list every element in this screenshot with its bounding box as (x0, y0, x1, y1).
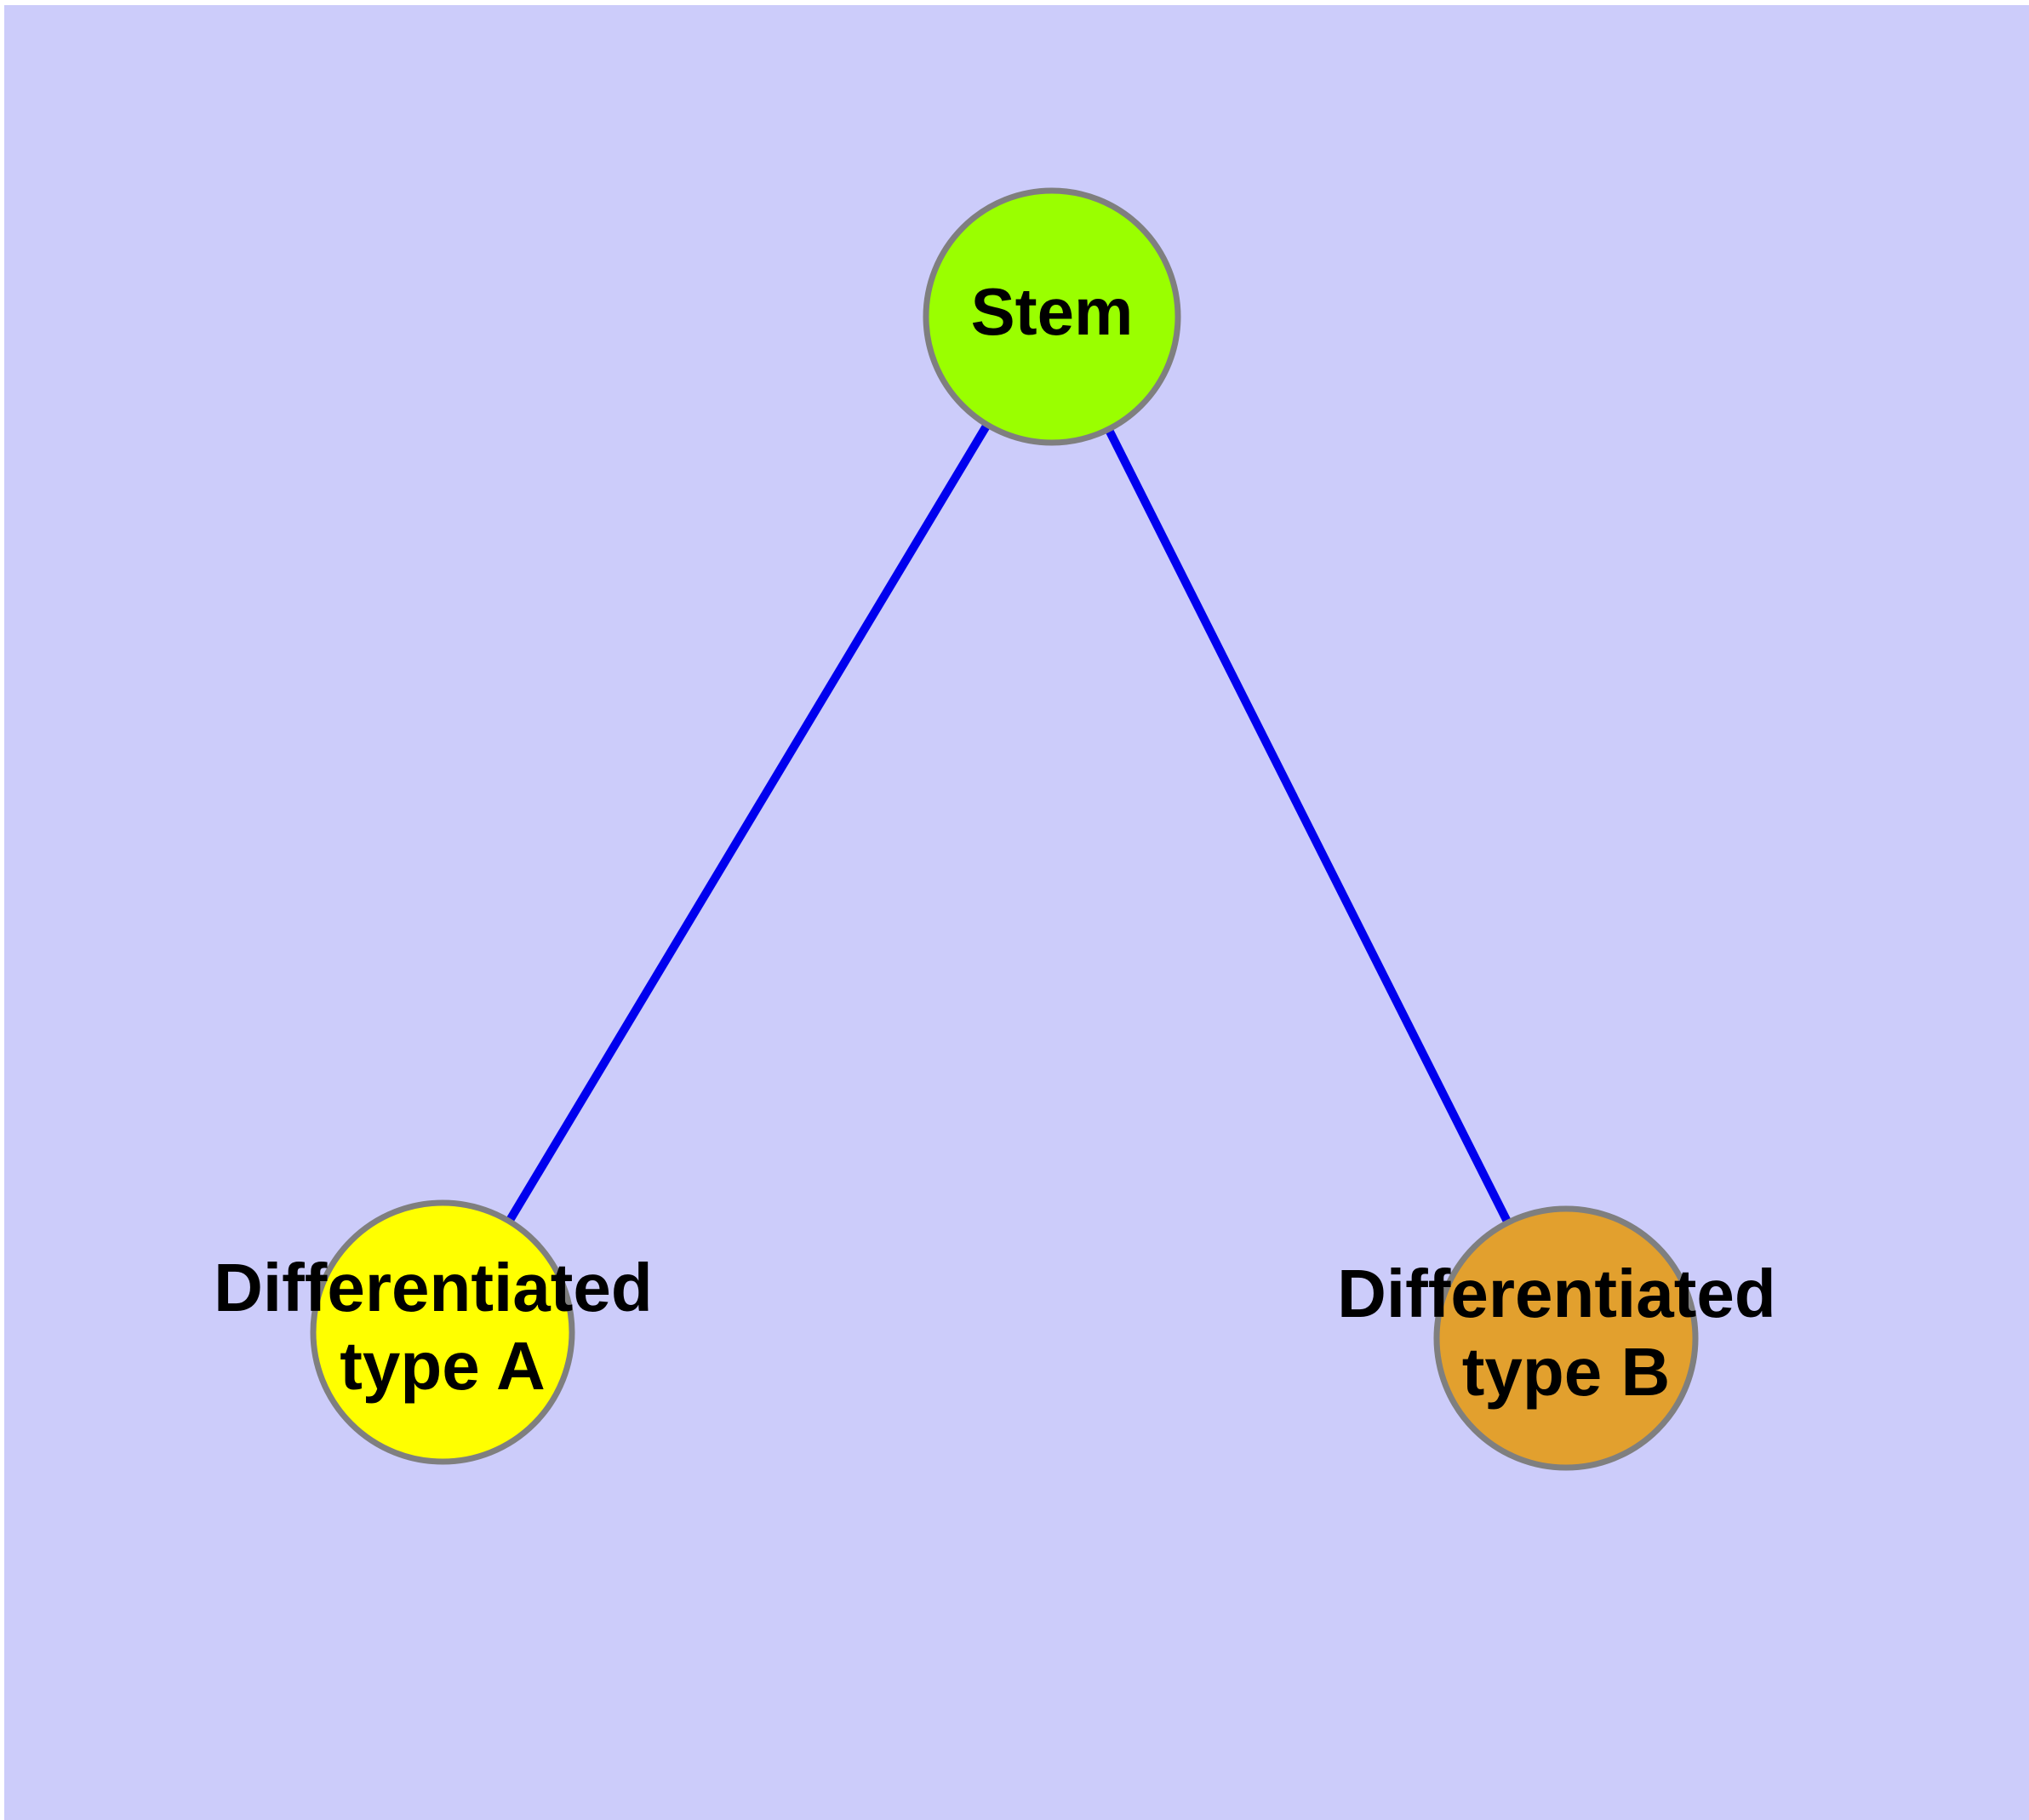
node-differentiated-type-b[interactable]: Differentiated type B (1337, 1205, 1795, 1471)
node-differentiated-type-a-label-line-1: Differentiated (214, 1250, 653, 1325)
diagram-plot-area: Stem Differentiated type A Differentiate… (4, 5, 2029, 1820)
node-differentiated-type-b-circle[interactable] (1433, 1205, 1699, 1471)
edge-stem-to-differentiated-type-a[interactable] (505, 422, 992, 1224)
node-stem-label-line-1: Stem (971, 274, 1134, 349)
node-stem-circle[interactable] (923, 187, 1181, 446)
edge-stem-to-differentiated-type-b[interactable] (1105, 426, 1512, 1225)
node-layer: Stem Differentiated type A Differentiate… (214, 187, 1795, 1471)
node-differentiated-type-a-label: Differentiated type A (214, 1250, 672, 1404)
edge-layer (505, 422, 1512, 1225)
node-differentiated-type-b-label-line-2: type B (1462, 1334, 1671, 1410)
node-differentiated-type-b-label-line-1: Differentiated (1337, 1256, 1776, 1331)
cell-differentiation-graph: Stem Differentiated type A Differentiate… (214, 187, 1795, 1471)
node-differentiated-type-a-label-line-2: type A (340, 1328, 546, 1404)
node-differentiated-type-a[interactable]: Differentiated type A (214, 1199, 672, 1465)
node-differentiated-type-b-label: Differentiated type B (1337, 1256, 1795, 1410)
node-stem-label: Stem (971, 274, 1134, 349)
node-differentiated-type-a-circle[interactable] (310, 1199, 575, 1465)
node-stem[interactable]: Stem (923, 187, 1181, 446)
